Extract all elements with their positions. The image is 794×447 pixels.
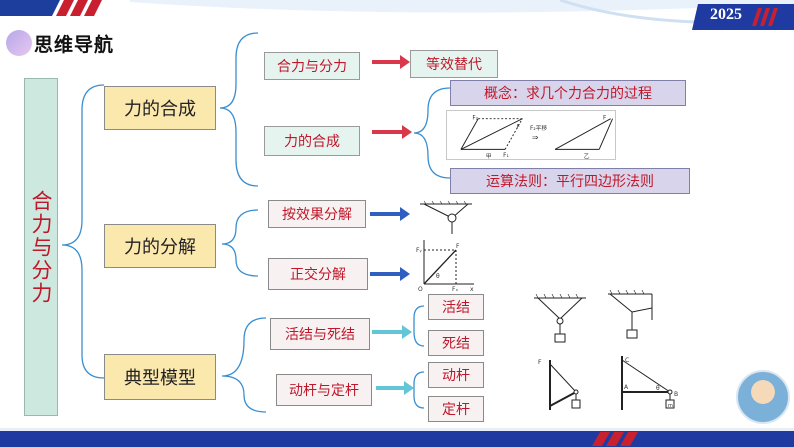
node-fixed-rod-label: 定杆	[442, 402, 470, 418]
ortho-theta: θ	[436, 273, 440, 280]
fig1-caption: 甲	[486, 153, 492, 160]
moving-rod-f: F	[538, 359, 542, 366]
branch-typical-models-label: 典型模型	[124, 368, 196, 389]
fig-shift-arrow: ⇒	[532, 133, 539, 142]
node-knot-types: 活结与死结	[270, 318, 370, 350]
header-stripes	[0, 0, 102, 16]
node-dead-knot-label: 死结	[442, 336, 470, 352]
node-moving-rod: 动杆	[428, 362, 484, 388]
branch-decomposition: 力的分解	[104, 224, 216, 268]
title-decoration	[6, 30, 32, 56]
bottom-banner	[0, 428, 794, 447]
node-equivalent-replacement: 等效替代	[410, 50, 498, 78]
year-badge-shape	[692, 4, 794, 30]
node-rod-types-label: 动杆与定杆	[289, 383, 359, 399]
fixed-rod-theta: θ	[656, 385, 660, 392]
fig1-f2: F₂	[472, 116, 478, 122]
effect-decomposition-figure	[420, 200, 472, 234]
fixed-rod-c: C	[625, 357, 629, 364]
ortho-fy: Fᵧ	[416, 247, 422, 254]
ortho-f: F	[456, 243, 460, 250]
fixed-rod-b: B	[674, 391, 678, 398]
fixed-rod-figure: C A θ B m	[621, 356, 678, 410]
ortho-fx: Fₓ	[452, 286, 458, 292]
node-orthogonal-decomposition: 正交分解	[268, 258, 368, 290]
node-orthogonal-decomposition-label: 正交分解	[290, 267, 346, 283]
node-knot-types-label: 活结与死结	[285, 327, 355, 343]
fig1-f: F	[517, 124, 520, 130]
branch-composition-label: 力的合成	[124, 99, 196, 120]
fixed-rod-a: A	[624, 384, 629, 391]
year-badge: 2025	[710, 6, 742, 23]
fig2-caption: 乙	[584, 153, 590, 160]
fig2-f: F	[603, 116, 606, 122]
root-label: 合力与分力	[29, 189, 53, 305]
node-dead-knot: 死结	[428, 330, 484, 356]
ortho-x: x	[470, 286, 474, 292]
dead-knot-figure	[608, 290, 653, 339]
live-knot-figure	[534, 294, 586, 343]
moving-rod-figure: F	[538, 359, 581, 410]
node-operation-rule: 运算法则：平行四边形法则	[450, 168, 690, 194]
orthogonal-decomposition-figure: Fᵧ F θ O Fₓ x	[416, 240, 474, 292]
node-equivalent-replacement-label: 等效替代	[426, 57, 482, 73]
node-resultant-component-label: 合力与分力	[277, 59, 347, 75]
node-rod-types: 动杆与定杆	[276, 374, 372, 406]
page-title: 思维导航	[34, 34, 115, 56]
node-composition: 力的合成	[264, 126, 360, 156]
fixed-rod-m: m	[668, 403, 673, 409]
fig-shift-label: F₂平移	[530, 124, 547, 132]
node-operation-rule-label: 运算法则：平行四边形法则	[486, 174, 654, 190]
node-resultant-component: 合力与分力	[264, 52, 360, 80]
root-node: 合力与分力	[24, 78, 58, 416]
mascot-avatar	[736, 370, 790, 424]
node-live-knot: 活结	[428, 294, 484, 320]
fig1-f1: F₁	[503, 153, 509, 159]
node-concept: 概念：求几个力合力的过程	[450, 80, 686, 106]
node-moving-rod-label: 动杆	[442, 368, 470, 384]
node-fixed-rod: 定杆	[428, 396, 484, 422]
branch-typical-models: 典型模型	[104, 354, 216, 400]
node-concept-label: 概念：求几个力合力的过程	[484, 86, 652, 102]
parallelogram-figure: F₂ F F₁ 甲 F₂平移 ⇒ F 乙	[446, 110, 616, 160]
node-composition-label: 力的合成	[284, 134, 340, 150]
ortho-origin: O	[418, 286, 423, 292]
branch-composition: 力的合成	[104, 86, 216, 130]
node-live-knot-label: 活结	[442, 300, 470, 316]
branch-decomposition-label: 力的分解	[124, 237, 196, 258]
node-effect-decomposition-label: 按效果分解	[282, 207, 352, 223]
node-effect-decomposition: 按效果分解	[268, 200, 366, 228]
